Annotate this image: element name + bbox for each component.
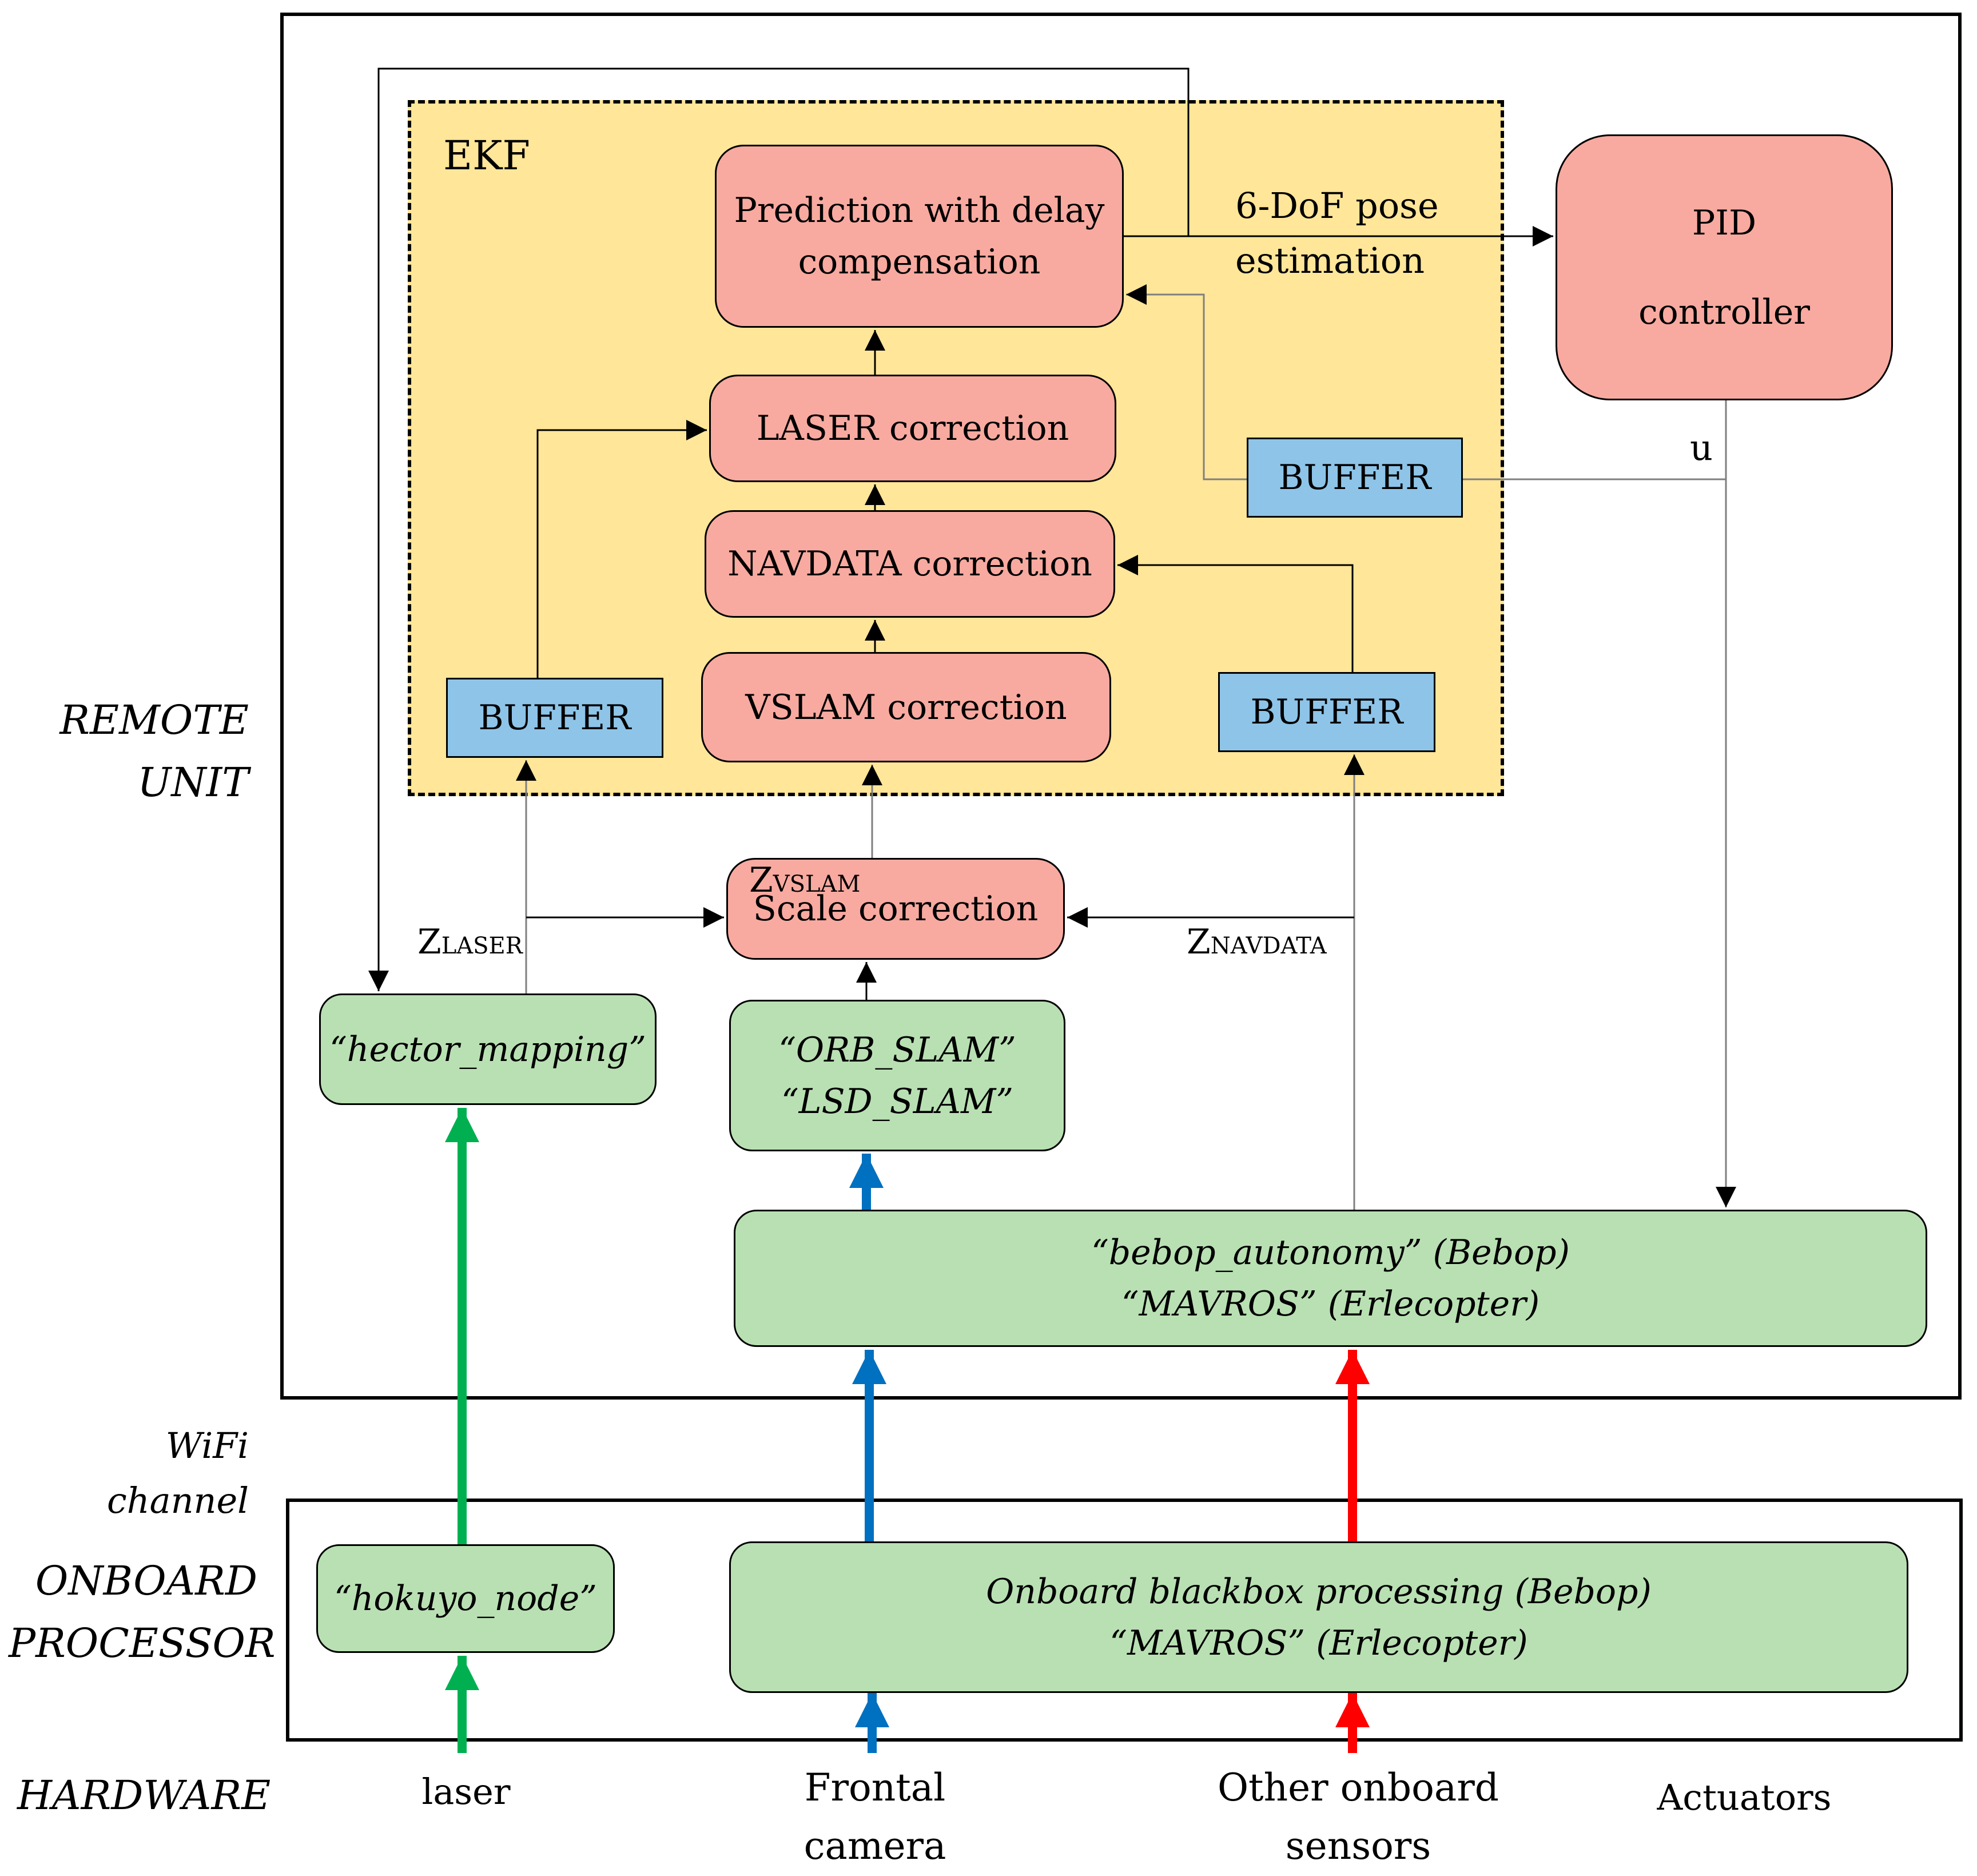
wifi-channel-label: WiFi channel <box>107 1425 249 1522</box>
z-laser-sub: LASER <box>441 933 523 959</box>
remote-unit-frame <box>280 13 1962 1400</box>
z-navdata-sub: NAVDATA <box>1210 933 1327 959</box>
navdata-correction-box[interactable]: NAVDATA correction <box>705 510 1115 618</box>
z-navdata-main: Z <box>1187 922 1211 962</box>
arrow-pose-to-hector <box>368 67 1190 991</box>
arrow-buffer-navdata-to-navdata-correction <box>1117 555 1354 672</box>
remote-unit-label: REMOTE UNIT <box>59 697 249 806</box>
arrow-buffer-control-to-prediction <box>1126 284 1247 480</box>
hokuyo-node-box[interactable]: “hokuyo_node” <box>316 1544 615 1653</box>
hector-mapping-box[interactable]: “hector_mapping” <box>319 993 657 1105</box>
arrow-buffer-laser-to-laser-correction <box>536 420 707 678</box>
hardware-actuators-label: Actuators <box>1657 1776 1832 1818</box>
orb-lsd-slam-box[interactable]: “ORB_SLAM” “LSD_SLAM” <box>729 1000 1065 1151</box>
z-laser-main: Z <box>417 922 441 962</box>
z-vslam-main: Z <box>749 860 773 900</box>
z-navdata-label: ZNAVDATA <box>1187 863 1327 969</box>
buffer-control-box[interactable]: BUFFER <box>1247 438 1463 518</box>
buffer-laser-box[interactable]: BUFFER <box>446 678 663 758</box>
z-vslam-sub: VSLAM <box>773 871 861 897</box>
bebop-autonomy-box[interactable]: “bebop_autonomy” (Bebop) “MAVROS” (Erlec… <box>734 1210 1927 1347</box>
pid-controller-box[interactable]: PID controller <box>1556 134 1893 400</box>
ekf-label: EKF <box>443 132 530 179</box>
z-laser-label: ZLASER <box>417 863 523 969</box>
z-vslam-label: ZVSLAM <box>749 801 860 907</box>
buffer-navdata-box[interactable]: BUFFER <box>1218 672 1435 752</box>
hardware-other-sensors-label: Other onboard sensors <box>1217 1766 1499 1869</box>
laser-correction-box[interactable]: LASER correction <box>709 375 1116 482</box>
pose-estimation-label: 6-DoF pose estimation <box>1235 185 1439 282</box>
control-u-label: u <box>1690 427 1713 468</box>
onboard-processor-label: ONBOARD PROCESSOR <box>9 1557 276 1667</box>
hardware-laser-label: laser <box>421 1771 511 1813</box>
vslam-correction-box[interactable]: VSLAM correction <box>701 652 1111 762</box>
onboard-processor-frame <box>286 1499 1963 1742</box>
hardware-frontal-camera-label: Frontal camera <box>803 1766 946 1869</box>
scale-correction-box[interactable]: Scale correction <box>726 858 1065 960</box>
onboard-blackbox-box[interactable]: Onboard blackbox processing (Bebop) “MAV… <box>729 1541 1908 1693</box>
hardware-label: HARDWARE <box>17 1772 271 1819</box>
prediction-box[interactable]: Prediction with delay compensation <box>715 145 1124 328</box>
